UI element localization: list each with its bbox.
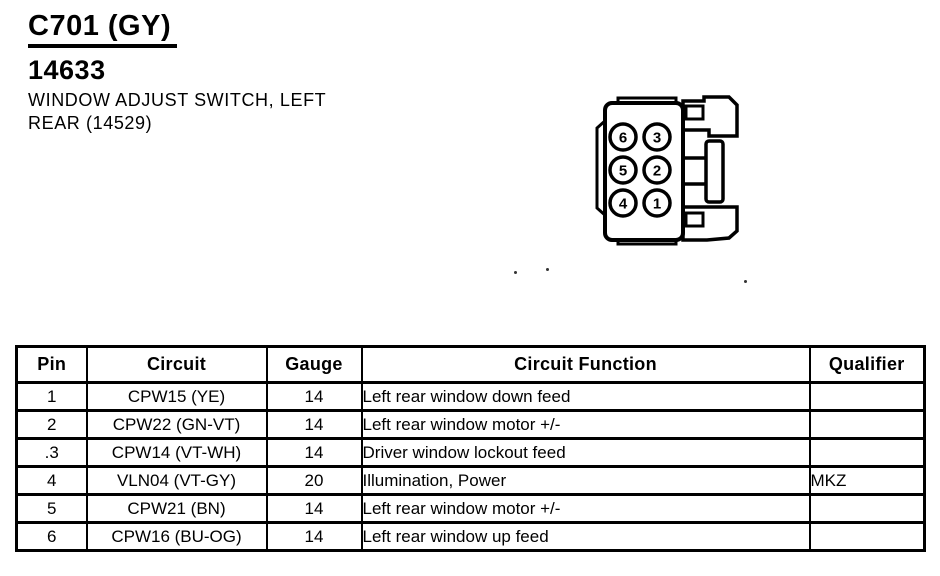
col-header-function: Circuit Function <box>360 345 811 384</box>
table-row: 4 VLN04 (VT-GY) 20 Illumination, Power M… <box>15 465 926 496</box>
col-header-circuit: Circuit <box>85 345 268 384</box>
col-header-pin: Pin <box>15 345 88 384</box>
cell-gauge: 14 <box>265 409 363 440</box>
cell-gauge: 14 <box>265 437 363 468</box>
cell-pin: 2 <box>15 409 88 440</box>
cell-function: Illumination, Power <box>360 465 811 496</box>
cell-qualifier <box>808 381 926 412</box>
pin-cavity-1: 1 <box>642 188 672 218</box>
cell-pin: 5 <box>15 493 88 524</box>
table-row: 6 CPW16 (BU-OG) 14 Left rear window up f… <box>15 521 926 552</box>
description-line-2: REAR (14529) <box>28 113 153 133</box>
pin-number: 3 <box>653 130 661 147</box>
table-row: 5 CPW21 (BN) 14 Left rear window motor +… <box>15 493 926 524</box>
cell-qualifier <box>808 493 926 524</box>
part-number: 14633 <box>28 55 106 85</box>
scan-artifact-dot <box>514 271 517 274</box>
cell-pin: 4 <box>15 465 88 496</box>
pin-number: 6 <box>619 130 627 147</box>
cell-gauge: 14 <box>265 493 363 524</box>
page-header: C701 (GY) 14633 WINDOW ADJUST SWITCH, LE… <box>28 6 326 135</box>
pin-circle <box>642 188 672 218</box>
cell-qualifier <box>808 437 926 468</box>
component-description: WINDOW ADJUST SWITCH, LEFT REAR (14529) <box>28 89 326 135</box>
cell-gauge: 14 <box>265 521 363 552</box>
connector-latch-top-notch <box>684 104 705 121</box>
cell-gauge: 20 <box>265 465 363 496</box>
cell-pin: 6 <box>15 521 88 552</box>
connector-latch-bottom-notch <box>684 211 705 228</box>
cell-function: Left rear window down feed <box>360 381 811 412</box>
pin-cavity-5: 5 <box>608 155 638 185</box>
cell-qualifier: MKZ <box>808 465 926 496</box>
pin-circle <box>608 122 638 152</box>
connector-id-title: C701 (GY) <box>28 10 178 48</box>
cell-function: Driver window lockout feed <box>360 437 811 468</box>
cell-qualifier <box>808 409 926 440</box>
pin-cavity-4: 4 <box>608 188 638 218</box>
scan-artifact-dot <box>546 268 549 271</box>
cell-circuit: CPW16 (BU-OG) <box>85 521 268 552</box>
pin-cavity-2: 2 <box>642 155 672 185</box>
cell-circuit: CPW15 (YE) <box>85 381 268 412</box>
cell-function: Left rear window up feed <box>360 521 811 552</box>
pinout-table: Pin Circuit Gauge Circuit Function Quali… <box>15 345 926 552</box>
description-line-1: WINDOW ADJUST SWITCH, LEFT <box>28 90 327 110</box>
pin-circle <box>608 155 638 185</box>
cell-gauge: 14 <box>265 381 363 412</box>
table-header-row: Pin Circuit Gauge Circuit Function Quali… <box>15 345 926 384</box>
cell-pin: 1 <box>15 381 88 412</box>
col-header-qualifier: Qualifier <box>808 345 926 384</box>
cell-circuit: CPW14 (VT-WH) <box>85 437 268 468</box>
pin-number: 5 <box>619 163 627 180</box>
connector-face-diagram: 6 3 5 2 4 1 <box>595 95 739 246</box>
pin-circle <box>608 188 638 218</box>
table-row: 2 CPW22 (GN-VT) 14 Left rear window moto… <box>15 409 926 440</box>
scan-artifact-dot <box>744 280 747 283</box>
cell-function: Left rear window motor +/- <box>360 409 811 440</box>
pin-number: 1 <box>653 196 661 213</box>
pin-circle <box>642 122 672 152</box>
cell-function: Left rear window motor +/- <box>360 493 811 524</box>
cell-circuit: VLN04 (VT-GY) <box>85 465 268 496</box>
pin-number: 2 <box>653 163 661 180</box>
cell-circuit: CPW22 (GN-VT) <box>85 409 268 440</box>
cell-circuit: CPW21 (BN) <box>85 493 268 524</box>
table-row: .3 CPW14 (VT-WH) 14 Driver window lockou… <box>15 437 926 468</box>
pin-circle <box>642 155 672 185</box>
col-header-gauge: Gauge <box>265 345 363 384</box>
pin-cavity-6: 6 <box>608 122 638 152</box>
cell-qualifier <box>808 521 926 552</box>
cell-pin: .3 <box>15 437 88 468</box>
connector-latch-middle-bar <box>704 139 725 204</box>
pin-cavity-3: 3 <box>642 122 672 152</box>
table-row: 1 CPW15 (YE) 14 Left rear window down fe… <box>15 381 926 412</box>
pin-number: 4 <box>619 196 628 213</box>
